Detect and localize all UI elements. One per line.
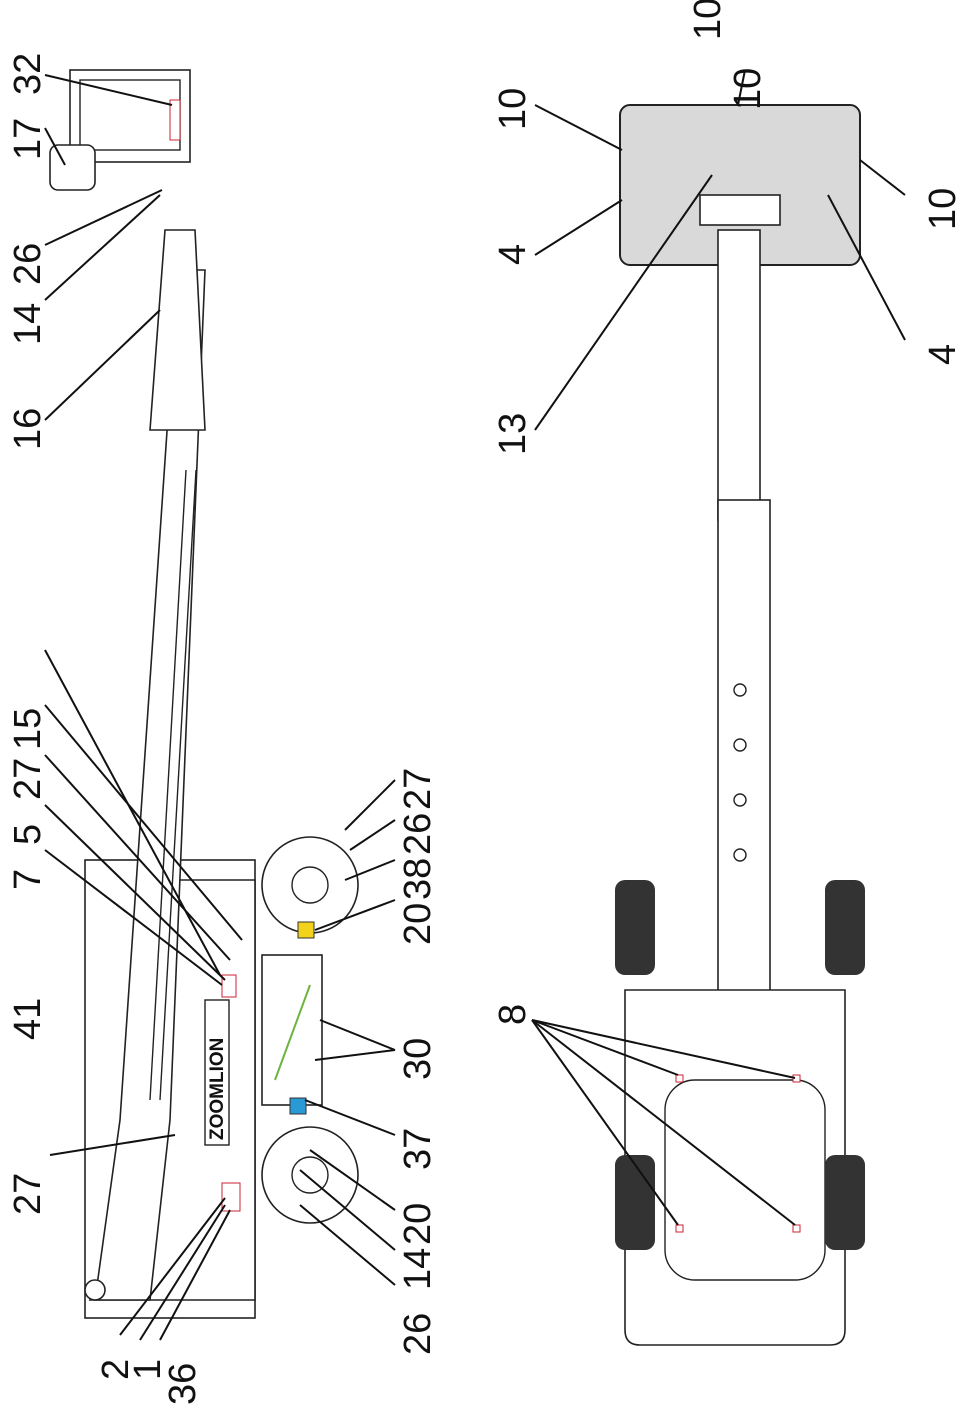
- callout-16: 16: [7, 408, 49, 450]
- callout-2: 2: [95, 1359, 137, 1380]
- tire-front-left: [615, 880, 655, 975]
- callout-27-mid: 27: [397, 768, 439, 810]
- side-view: ZOOMLION: [49, 69, 359, 1319]
- callout-20-mid: 20: [397, 903, 439, 945]
- brand-plate: [204, 999, 230, 1146]
- brand-label: ZOOMLION: [207, 1038, 228, 1140]
- decal-8-a: [675, 1074, 684, 1083]
- pivot-pin: [84, 1279, 106, 1301]
- tire-rear-left: [615, 1155, 655, 1250]
- callout-20-bottom: 20: [397, 1203, 439, 1245]
- boom-hole-4: [733, 848, 747, 862]
- boom-hole-3: [733, 793, 747, 807]
- callout-38: 38: [397, 858, 439, 900]
- jib: [149, 229, 206, 431]
- blue-arrow-decal: [289, 1097, 307, 1115]
- top-jib: [717, 229, 761, 521]
- callout-26-bottom: 26: [397, 1313, 439, 1355]
- boom-line-1: [149, 469, 187, 1101]
- decal-8-c: [675, 1224, 684, 1233]
- main-boom: [94, 269, 206, 1301]
- decal-red-2: [221, 974, 237, 998]
- callout-4-b: 4: [922, 344, 963, 365]
- rear-hub: [291, 1156, 329, 1194]
- top-chassis: [624, 989, 846, 1346]
- callout-10-b: 10: [727, 68, 769, 110]
- callout-8: 8: [492, 1004, 534, 1025]
- callout-13: 13: [492, 413, 534, 455]
- callout-36: 36: [162, 1363, 204, 1405]
- callout-37: 37: [397, 1128, 439, 1170]
- callout-10-c: 10: [492, 88, 534, 130]
- callout-32: 32: [7, 53, 49, 95]
- green-line: [274, 984, 311, 1081]
- top-view-leaders: [531, 69, 906, 1226]
- rear-wheel: [261, 1126, 359, 1224]
- top-view-callouts: 10 10 10 10 4 4 13 8: [492, 0, 963, 1025]
- callout-1: 1: [127, 1359, 169, 1380]
- callout-17: 17: [7, 118, 49, 160]
- callout-27-left: 27: [7, 1173, 49, 1215]
- tire-rear-right: [825, 1155, 865, 1250]
- callout-10-d: 10: [922, 188, 963, 230]
- callout-5: 5: [7, 824, 49, 845]
- axle-housing: [261, 954, 323, 1106]
- callout-41: 41: [7, 998, 49, 1040]
- callout-14-top: 14: [7, 303, 49, 345]
- callout-15: 15: [7, 708, 49, 750]
- decal-red-1: [221, 1182, 241, 1212]
- yellow-arrow-decal: [297, 921, 315, 939]
- callout-27-top: 27: [7, 758, 49, 800]
- callout-10-a: 10: [687, 0, 729, 40]
- callout-26-mid: 26: [397, 813, 439, 855]
- callout-26-top: 26: [7, 243, 49, 285]
- decal-8-d: [792, 1224, 801, 1233]
- boom-hole-2: [733, 738, 747, 752]
- boom-line-2: [159, 469, 197, 1101]
- callout-4-a: 4: [492, 244, 534, 265]
- side-view-callouts: 27 41 7 5 27 15 32 17 26 14 16 2 1 36 26…: [7, 53, 439, 1405]
- callout-7: 7: [7, 869, 49, 890]
- top-view: [615, 104, 865, 1346]
- decal-red-3: [169, 99, 181, 141]
- tire-front-right: [825, 880, 865, 975]
- side-view-leaders: [44, 74, 396, 1341]
- callout-30: 30: [397, 1038, 439, 1080]
- platform-mount: [699, 194, 781, 226]
- callout-14-bottom: 14: [397, 1248, 439, 1290]
- front-hub: [291, 866, 329, 904]
- boom-hole-1: [733, 683, 747, 697]
